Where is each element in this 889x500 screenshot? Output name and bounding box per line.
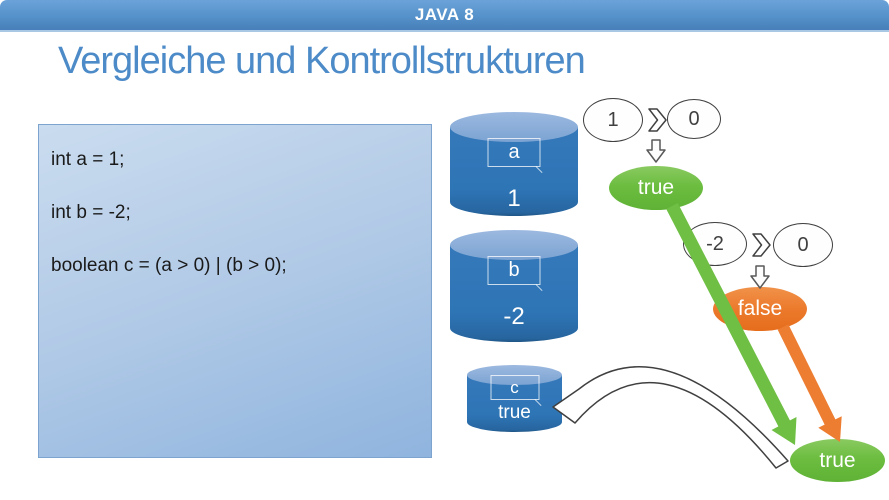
final-result-ellipse: true (790, 439, 885, 482)
cylinder-variable-a: a 1 (450, 112, 578, 216)
variable-value: true (498, 402, 531, 423)
variable-name-tag: b (487, 256, 541, 285)
code-line: int b = -2; (51, 202, 131, 223)
greater-than-icon (648, 108, 667, 132)
assignment-curved-arrow (552, 366, 789, 469)
cylinder-variable-c: c true (467, 365, 562, 432)
code-line: boolean c = (a > 0) | (b > 0); (51, 255, 287, 276)
down-arrow-icon (646, 139, 666, 163)
banner-title: JAVA 8 (414, 5, 475, 24)
comparison1-right-operand: 0 (667, 99, 721, 139)
variable-name: a (508, 141, 520, 163)
comparison1-left-operand: 1 (583, 98, 643, 142)
cylinder-variable-b: b -2 (450, 230, 578, 342)
code-line: int a = 1; (51, 149, 125, 170)
comparison1-result-ellipse: true (609, 166, 703, 210)
variable-name-tag: a (487, 138, 541, 167)
down-arrow-icon (750, 265, 770, 289)
variable-value: -2 (503, 303, 525, 330)
page-title: Vergleiche und Kontrollstrukturen (58, 40, 586, 82)
variable-value: 1 (507, 185, 521, 212)
greater-than-icon (752, 233, 771, 257)
orange-flow-arrow (777, 324, 842, 442)
variable-name: c (510, 377, 519, 397)
slide-banner: JAVA 8 (0, 0, 889, 32)
cylinder-top (450, 230, 578, 260)
variable-name-tag: c (490, 375, 539, 400)
code-box: int a = 1; int b = -2; boolean c = (a > … (38, 124, 432, 458)
variable-name: b (508, 259, 520, 281)
comparison2-left-operand: -2 (683, 222, 747, 266)
comparison2-result-ellipse: false (713, 287, 807, 331)
cylinder-top (450, 112, 578, 142)
comparison2-right-operand: 0 (773, 223, 833, 267)
